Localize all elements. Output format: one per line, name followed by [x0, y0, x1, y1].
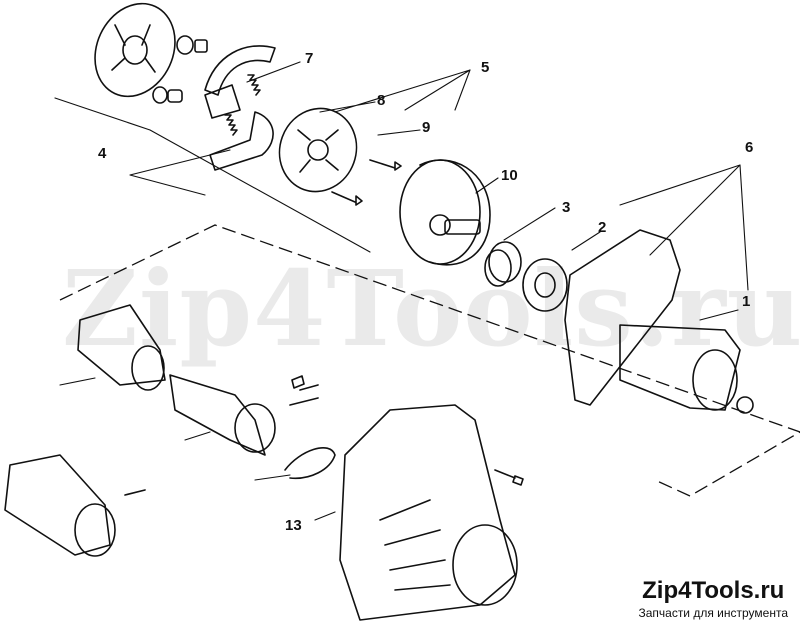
leader-lines [59, 61, 749, 521]
assembly-boundary [59, 224, 800, 497]
brand-subtitle: Запчасти для инструмента [638, 606, 788, 620]
guard-housing [339, 404, 524, 621]
drive-sleeve [77, 304, 166, 391]
callout-1: 1 [742, 293, 750, 310]
callout-3: 3 [562, 199, 570, 216]
callout-5: 5 [481, 59, 489, 76]
gear-housing [564, 229, 754, 414]
callout-13: 13 [285, 517, 302, 534]
callout-2: 2 [598, 219, 606, 236]
brand-block: Zip4Tools.ru Запчасти для инструмента [638, 576, 788, 620]
callout-4: 4 [98, 145, 107, 162]
callout-9: 9 [422, 119, 430, 136]
sleeve-adapter [169, 374, 319, 456]
brand-title: Zip4Tools.ru [642, 576, 785, 604]
group-4-lines [54, 97, 371, 253]
callout-numbers: 1 2 3 4 5 6 7 8 9 10 13 [98, 50, 753, 534]
drive-plate [278, 107, 402, 206]
wire-clip [284, 446, 336, 480]
clutch-shoes [204, 45, 276, 171]
callout-7: 7 [305, 50, 313, 67]
bearing-group [484, 241, 568, 312]
clutch-drum [399, 159, 491, 266]
callout-8: 8 [377, 92, 385, 109]
sleeve-assembly [4, 454, 146, 557]
clutch-plate [94, 2, 208, 104]
callout-6: 6 [745, 139, 753, 156]
watermark: Zip4Tools.ru [62, 247, 800, 370]
callout-10: 10 [501, 167, 518, 184]
